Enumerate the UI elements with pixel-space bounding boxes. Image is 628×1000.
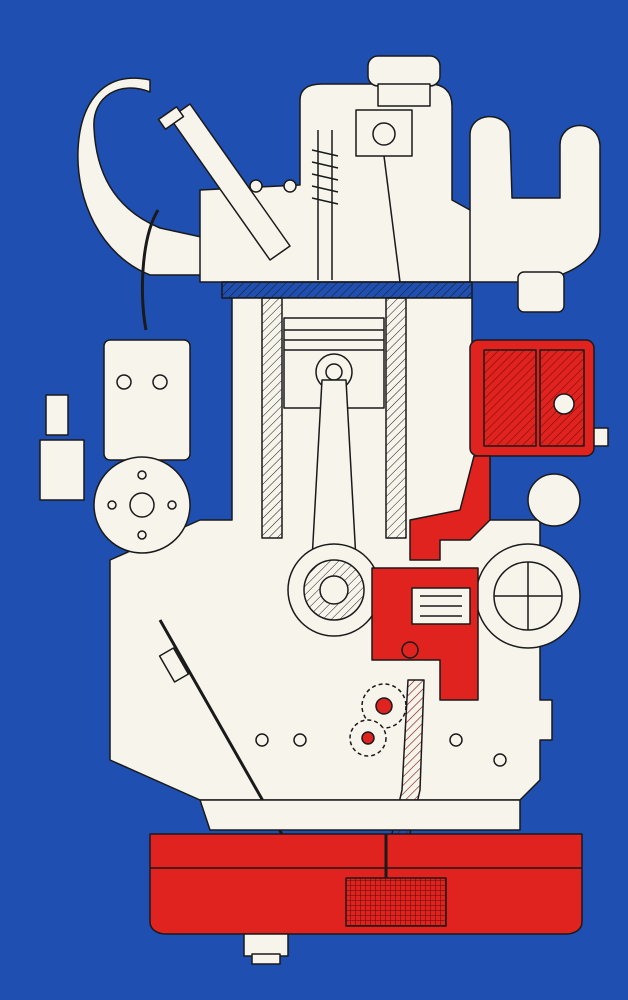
crankshaft bbox=[287, 543, 381, 637]
dynamo-pulley bbox=[475, 473, 581, 649]
fuel-injection-pump bbox=[39, 339, 191, 554]
oil-filler-cap bbox=[367, 55, 441, 87]
dipstick-handle bbox=[158, 647, 190, 683]
inlet-manifold-left bbox=[77, 77, 216, 276]
oil-filler-neck bbox=[377, 83, 431, 107]
cylinder-bore bbox=[261, 297, 407, 539]
oil-pump-housing bbox=[371, 567, 479, 701]
sump bbox=[149, 833, 583, 935]
fuel-injector bbox=[157, 103, 291, 261]
lower-crankcase bbox=[199, 799, 521, 831]
block-bolts bbox=[249, 179, 507, 767]
oil-filter bbox=[469, 339, 609, 457]
cylinder-head-gasket bbox=[221, 281, 473, 299]
manifold-flange bbox=[517, 271, 565, 313]
oil-pump-gears bbox=[349, 641, 419, 757]
drain-plug bbox=[243, 933, 289, 965]
oil-gallery bbox=[409, 455, 491, 561]
fuel-pipe bbox=[140, 209, 160, 331]
oil-strainer bbox=[345, 877, 447, 927]
rocker-gear bbox=[311, 109, 413, 283]
